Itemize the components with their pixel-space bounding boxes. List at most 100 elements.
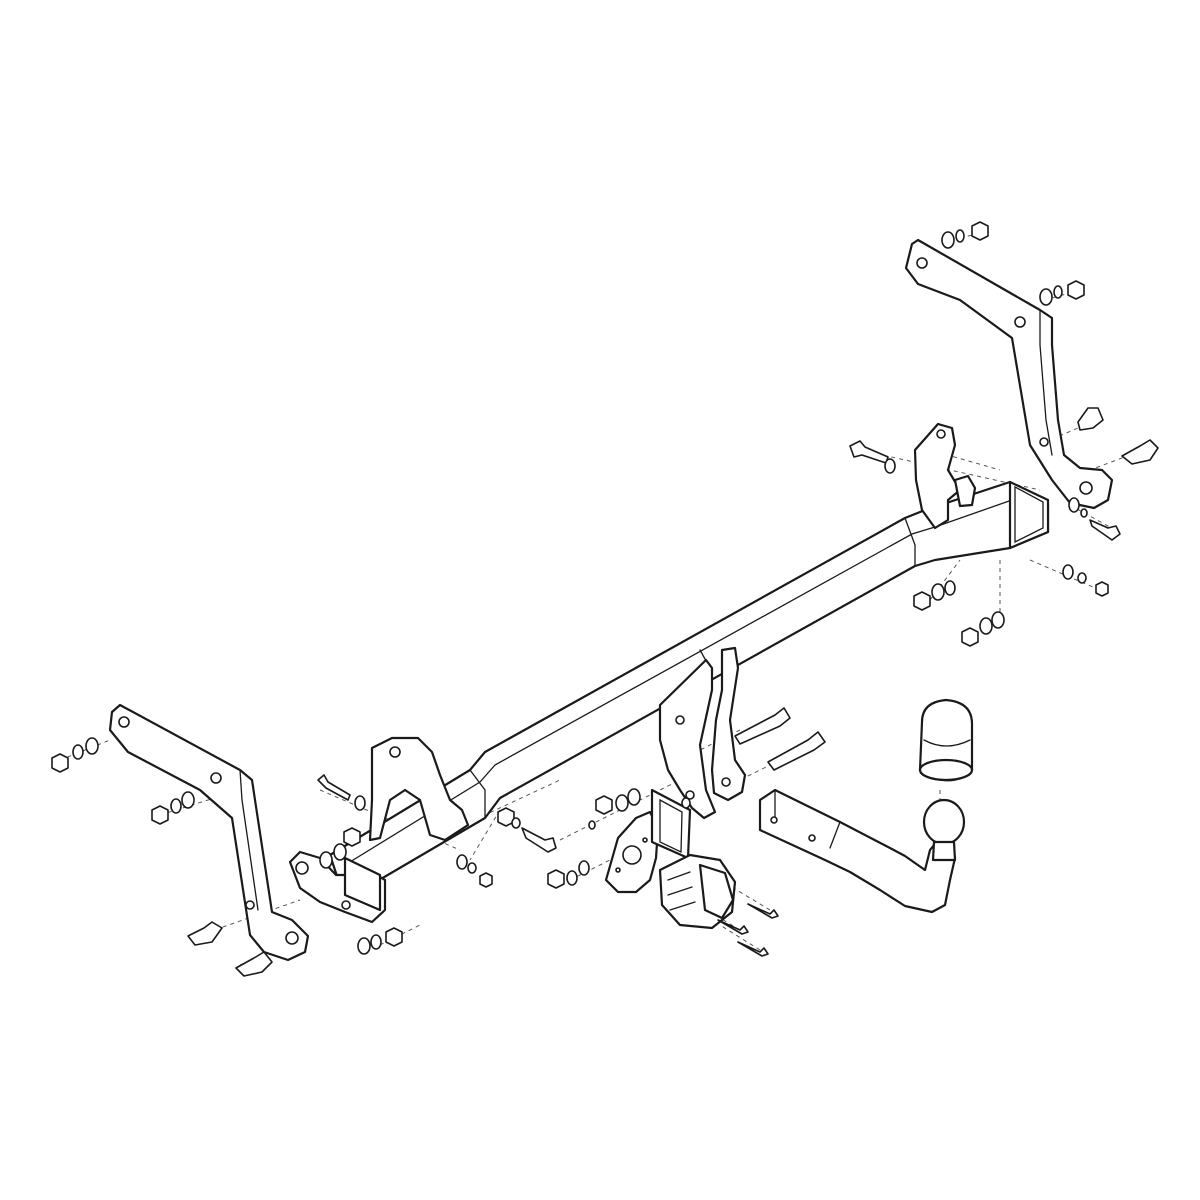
washer-shape bbox=[931, 583, 945, 601]
washer-shape bbox=[170, 798, 182, 814]
washer-shape bbox=[357, 937, 371, 955]
right-side-bracket-shape bbox=[1039, 437, 1049, 447]
alignment-line-shape bbox=[1089, 454, 1131, 471]
washer-shape bbox=[1080, 508, 1088, 518]
washer-shape bbox=[1068, 497, 1080, 513]
towball-arm-shape bbox=[922, 798, 966, 846]
center-support-bracket-shape bbox=[710, 646, 747, 802]
washer-shape bbox=[941, 231, 955, 249]
cross-beam-shape bbox=[1008, 480, 1050, 550]
left-side-bracket-shape bbox=[239, 769, 259, 911]
nut bbox=[971, 221, 989, 241]
alignment-line-shape bbox=[469, 809, 501, 861]
washer-shape bbox=[354, 795, 366, 811]
washer-shape bbox=[955, 229, 965, 243]
washer-shape bbox=[181, 791, 195, 809]
left-mounting-plate bbox=[288, 736, 470, 924]
washer-shape bbox=[1062, 564, 1074, 580]
socket-mounting-plate-shape bbox=[615, 867, 621, 873]
bolt bbox=[767, 731, 826, 771]
electrical-socket bbox=[658, 853, 737, 930]
left-side-bracket-shape bbox=[118, 716, 130, 728]
nut bbox=[595, 795, 613, 815]
towball-arm-shape bbox=[931, 840, 957, 862]
nut bbox=[385, 927, 403, 947]
nut bbox=[151, 805, 169, 825]
socket-mounting-plate-shape bbox=[622, 845, 642, 865]
bolt bbox=[317, 774, 351, 801]
nut bbox=[961, 627, 979, 647]
nut bbox=[343, 827, 361, 847]
center-support-bracket-shape bbox=[675, 715, 685, 725]
washer-shape bbox=[991, 611, 1005, 629]
alignment-line-shape bbox=[319, 789, 461, 851]
washer-shape bbox=[615, 794, 629, 812]
alignment-line-shape bbox=[159, 789, 241, 816]
bolt bbox=[737, 941, 769, 957]
center-support-bracket-shape bbox=[721, 777, 731, 787]
alignment-line-shape bbox=[1049, 424, 1086, 441]
washer-shape bbox=[979, 617, 993, 635]
socket-mounting-plate-shape bbox=[642, 837, 648, 843]
towball-arm-shape bbox=[758, 788, 957, 914]
washer-shape bbox=[1053, 285, 1063, 299]
electrical-socket-shape bbox=[698, 863, 735, 920]
washer-shape bbox=[578, 860, 590, 876]
bolt bbox=[734, 707, 791, 745]
left-side-bracket-shape bbox=[210, 772, 222, 784]
right-side-bracket-shape bbox=[1014, 316, 1026, 328]
washer-shape bbox=[319, 851, 333, 869]
washer-shape bbox=[511, 817, 521, 829]
alignment-line-shape bbox=[1044, 289, 1081, 301]
right-side-bracket-shape bbox=[916, 257, 928, 269]
washers bbox=[72, 229, 1088, 955]
right-mounting-plate bbox=[913, 422, 977, 530]
cross-beam-shape bbox=[1014, 485, 1044, 544]
left-mounting-plate-shape bbox=[341, 900, 351, 910]
towball-arm-shape bbox=[808, 834, 816, 842]
bolt bbox=[1077, 407, 1104, 431]
washer-shape bbox=[588, 820, 596, 830]
towball-cover-cap bbox=[918, 698, 974, 782]
right-mounting-plate-shape bbox=[936, 429, 946, 439]
center-support-bracket-shape bbox=[658, 658, 717, 820]
center-support-bracket bbox=[658, 646, 747, 820]
bolt bbox=[235, 951, 273, 977]
bolt bbox=[1089, 519, 1121, 541]
nut bbox=[547, 869, 565, 889]
bolt bbox=[1121, 439, 1159, 465]
bolt bbox=[747, 903, 779, 919]
left-mounting-plate-shape bbox=[343, 856, 382, 912]
left-side-bracket-shape bbox=[108, 703, 310, 962]
bolt bbox=[521, 827, 557, 853]
nut bbox=[1067, 280, 1085, 300]
washer-shape bbox=[72, 744, 84, 760]
alignment-line-shape bbox=[59, 739, 111, 761]
left-side-bracket-shape bbox=[245, 900, 255, 910]
left-mounting-plate-shape bbox=[389, 746, 401, 758]
towball-arm-shape bbox=[770, 816, 778, 824]
cross-beam-shape bbox=[469, 769, 486, 819]
cross-beam-shape bbox=[344, 499, 1013, 866]
washer-shape bbox=[944, 580, 956, 596]
washer-shape bbox=[884, 458, 896, 474]
alignment-lines bbox=[59, 231, 1131, 966]
towball-cover-cap-shape bbox=[923, 739, 971, 747]
nut bbox=[51, 753, 69, 773]
right-mounting-plate-shape bbox=[953, 474, 977, 508]
towball-arm bbox=[758, 788, 966, 914]
nuts bbox=[51, 221, 1109, 947]
nut bbox=[479, 872, 493, 888]
washer-shape bbox=[627, 788, 641, 806]
washer-shape bbox=[1039, 288, 1053, 306]
right-side-bracket-shape bbox=[1079, 481, 1093, 495]
center-support-bracket-shape bbox=[685, 790, 695, 800]
right-side-bracket bbox=[904, 238, 1114, 510]
washer-shape bbox=[333, 843, 347, 861]
bolt bbox=[717, 919, 749, 935]
nut bbox=[1095, 581, 1109, 597]
washer-shape bbox=[85, 737, 99, 755]
socket-mounting-plate-shape bbox=[659, 798, 683, 854]
washer-shape bbox=[456, 854, 468, 870]
